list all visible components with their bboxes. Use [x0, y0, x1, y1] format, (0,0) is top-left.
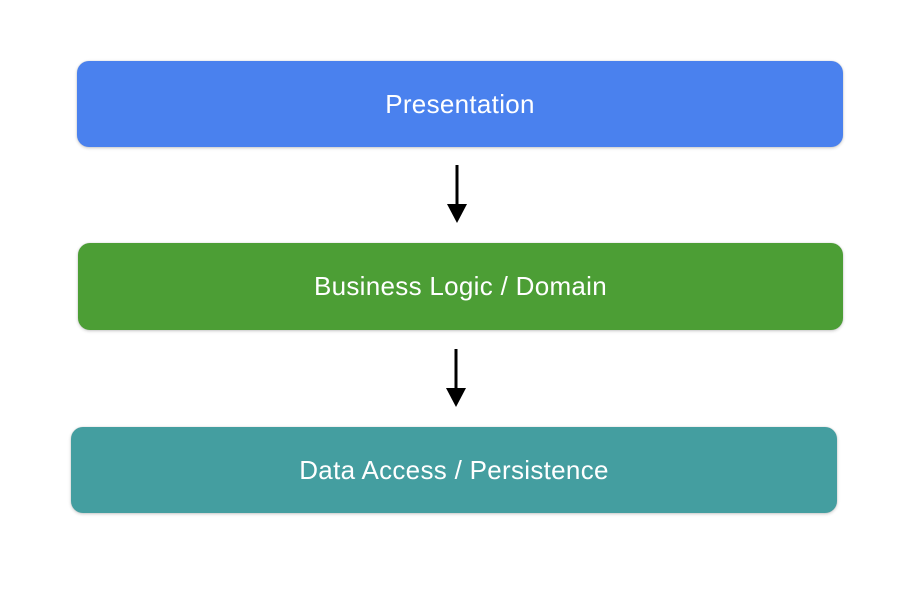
layer-box-data-access: Data Access / Persistence	[71, 427, 837, 513]
layer-label-data-access: Data Access / Persistence	[299, 454, 609, 485]
layer-box-business-logic: Business Logic / Domain	[78, 243, 843, 330]
down-arrow-icon	[446, 349, 466, 407]
layer-label-presentation: Presentation	[385, 88, 535, 119]
layer-label-business-logic: Business Logic / Domain	[313, 271, 608, 301]
layer-box-presentation: Presentation	[77, 61, 843, 147]
down-arrow-icon	[447, 165, 467, 223]
